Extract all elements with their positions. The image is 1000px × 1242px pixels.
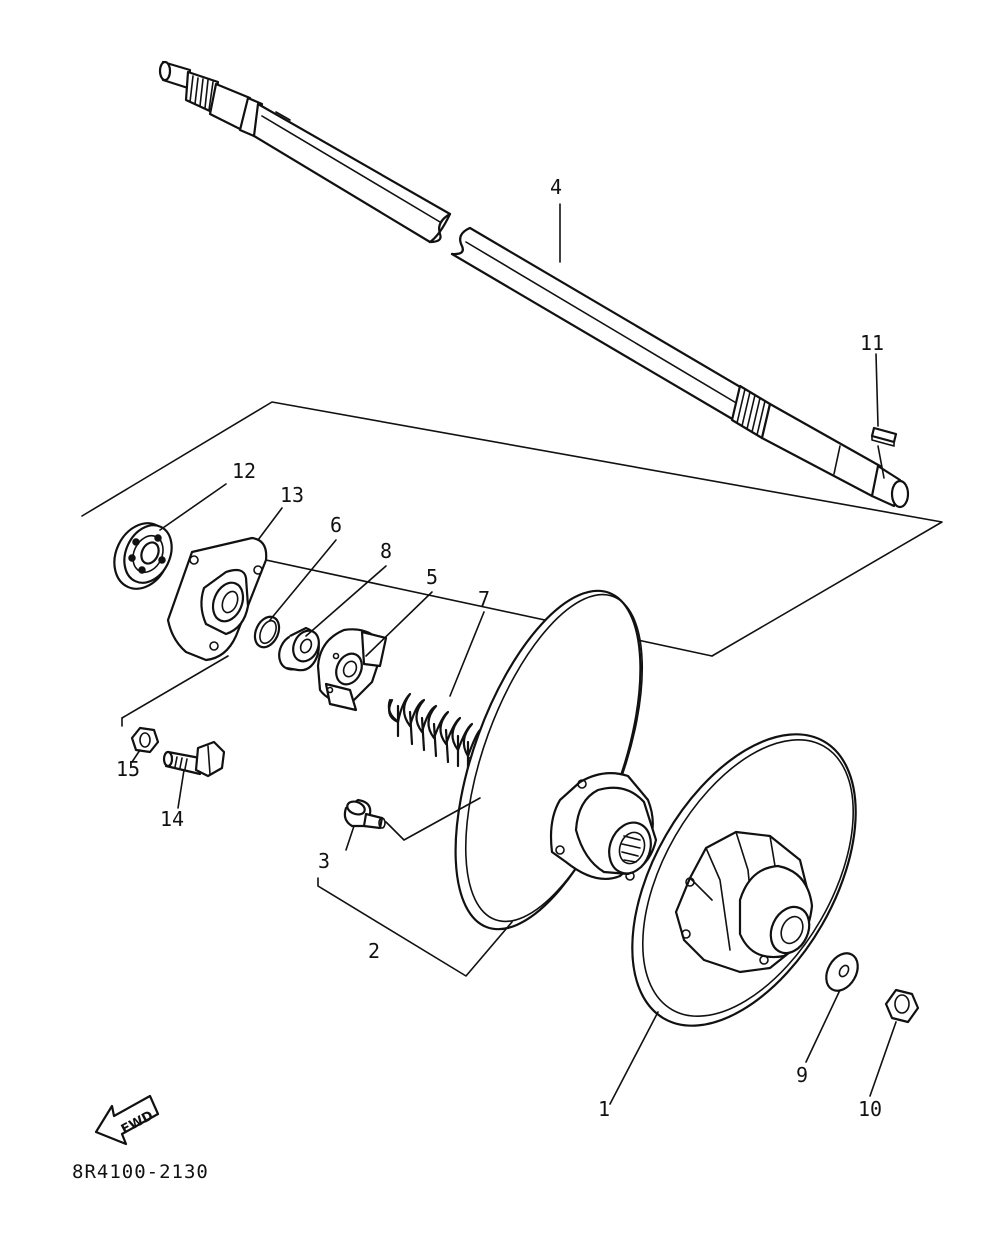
part-label-15: 15 (116, 757, 140, 781)
key[interactable] (870, 426, 898, 447)
nut[interactable] (884, 988, 920, 1024)
screw[interactable] (343, 798, 386, 830)
part-label-6: 6 (330, 513, 342, 537)
fixed-sheave[interactable] (418, 567, 679, 952)
part-label-8: 8 (380, 539, 392, 563)
part-label-12: 12 (232, 459, 256, 483)
washer[interactable] (820, 948, 864, 997)
bolt[interactable] (162, 740, 226, 778)
part-label-5: 5 (426, 565, 438, 589)
leader-lines (131, 203, 897, 1105)
circlip[interactable] (250, 613, 283, 651)
shaft[interactable] (158, 60, 910, 509)
part-label-7: 7 (478, 587, 490, 611)
part-label-3: 3 (318, 849, 330, 873)
diagram-code: 8R4100-2130 (72, 1161, 209, 1183)
small-nut[interactable] (130, 726, 160, 754)
movable-sheave[interactable] (586, 696, 902, 1063)
part-label-10: 10 (858, 1097, 882, 1121)
collar[interactable] (274, 626, 324, 674)
part-labels: 4 11 12 13 6 8 5 7 15 14 3 2 9 1 10 (116, 175, 884, 1121)
part-label-13: 13 (280, 483, 304, 507)
part-label-11: 11 (860, 331, 884, 355)
part-label-14: 14 (160, 807, 184, 831)
part-label-1: 1 (598, 1097, 610, 1121)
spring-seat[interactable] (316, 628, 388, 712)
forward-direction-arrow: FWD (94, 1094, 160, 1146)
bearing[interactable] (104, 514, 181, 598)
part-label-9: 9 (796, 1063, 808, 1087)
part-label-4: 4 (550, 175, 562, 199)
part-label-2: 2 (368, 939, 380, 963)
mounting-plate[interactable] (166, 536, 268, 662)
